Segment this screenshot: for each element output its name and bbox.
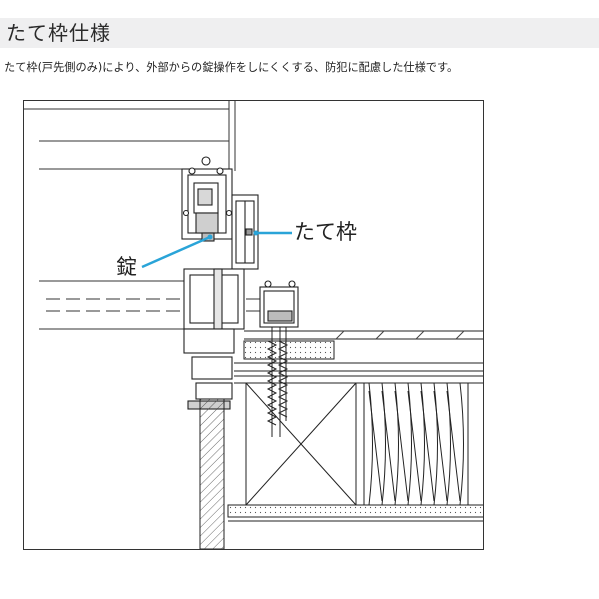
section-drawing: [24, 101, 483, 549]
vertical-frame: [231, 194, 259, 270]
bracket: [259, 280, 299, 328]
sash-profile: [183, 268, 245, 410]
callout-lines: [141, 231, 292, 269]
title-bar: たて枠仕様: [0, 18, 599, 48]
lock-callout-dot: [207, 234, 213, 240]
lock-callout-line: [141, 235, 211, 269]
lock-label: 錠: [114, 255, 139, 279]
page-title: たて枠仕様: [6, 21, 111, 45]
door-glass: [39, 280, 189, 330]
door-panel: [24, 101, 236, 171]
section-diagram: たて枠 錠: [23, 100, 484, 550]
frame-label: たて枠: [292, 220, 359, 244]
lock-mechanism: [181, 156, 233, 242]
sill-and-wall: [199, 330, 483, 549]
description-text: たて枠(戸先側のみ)により、外部からの錠操作をしにくくする、防犯に配慮した仕様で…: [4, 61, 459, 74]
insulation: [363, 382, 469, 506]
frame-callout-dot: [253, 230, 259, 236]
